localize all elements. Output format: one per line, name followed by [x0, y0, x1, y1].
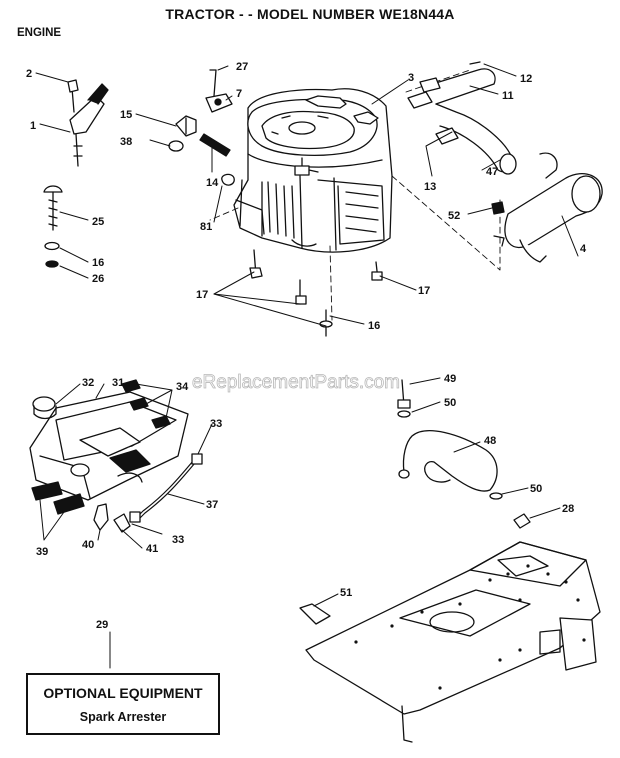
part-label: 13: [424, 181, 436, 193]
fuel-fitting-drawing: [168, 115, 235, 186]
part-label: 81: [200, 221, 212, 233]
part-label: 3: [408, 72, 414, 84]
part-label: 26: [92, 273, 104, 285]
part-label: 49: [444, 373, 456, 385]
part-label: 39: [36, 546, 48, 558]
part-label: 15: [120, 109, 132, 121]
part-label: 25: [92, 216, 104, 228]
part-label: 7: [236, 88, 242, 100]
watermark-text: eReplacementParts.com: [192, 372, 400, 393]
part-label: 17: [418, 285, 430, 297]
section-label: ENGINE: [17, 27, 62, 39]
part-label: 47: [486, 166, 498, 178]
bolt-drawing: [43, 185, 63, 268]
optional-equipment-box: OPTIONAL EQUIPMENT Spark Arrester: [26, 673, 220, 735]
part-label: 16: [92, 257, 104, 269]
throttle-control-drawing: [67, 79, 109, 167]
part-label: 14: [206, 177, 219, 189]
part-label: 4: [580, 243, 587, 255]
chassis-frame-drawing: [299, 541, 601, 743]
hose-drawing: [129, 453, 203, 523]
mount-bolts-drawing: [249, 249, 383, 337]
part-label: 40: [82, 539, 94, 551]
engine-drawing: [233, 88, 393, 253]
part-label: 33: [210, 418, 222, 430]
part-label: 32: [82, 377, 94, 389]
part-label: 11: [502, 90, 514, 102]
part-label: 17: [196, 289, 208, 301]
part-label: 38: [120, 136, 132, 148]
optional-equipment-title: OPTIONAL EQUIPMENT: [43, 685, 203, 701]
part-labels: 2 1 27 7 15 38 14 81 3 12 11 13 47 52 4 …: [26, 61, 587, 631]
part-label: 31: [112, 377, 124, 389]
air-cleaner-drawing: [29, 379, 189, 533]
muffler-drawing: [491, 152, 603, 263]
cable-drawing: [397, 379, 531, 529]
part-label: 29: [96, 619, 108, 631]
part-label: 1: [30, 120, 36, 132]
part-label: 37: [206, 499, 218, 511]
exhaust-pipes-drawing: [407, 61, 517, 175]
bracket-drawing: [205, 69, 233, 113]
part-label: 34: [176, 381, 189, 393]
page-title: TRACTOR - - MODEL NUMBER WE18N44A: [165, 6, 455, 22]
part-label: 50: [530, 483, 542, 495]
part-label: 12: [520, 73, 532, 85]
part-label: 27: [236, 61, 248, 73]
part-label: 51: [340, 587, 352, 599]
part-label: 48: [484, 435, 496, 447]
part-label: 33: [172, 534, 184, 546]
part-label: 41: [146, 543, 158, 555]
part-label: 16: [368, 320, 380, 332]
part-label: 52: [448, 210, 460, 222]
part-label: 50: [444, 397, 456, 409]
part-label: 2: [26, 68, 32, 80]
part-label: 28: [562, 503, 574, 515]
optional-equipment-subtitle: Spark Arrester: [79, 710, 167, 724]
